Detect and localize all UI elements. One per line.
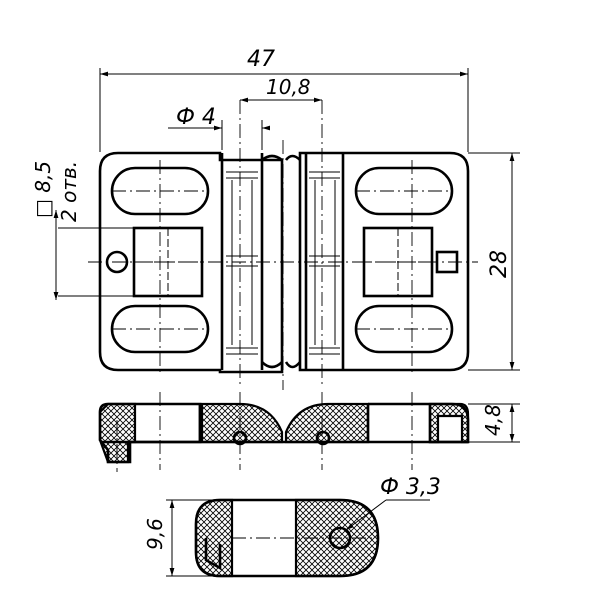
section-left-hatch (98, 402, 137, 464)
dim-text-4-8: 4,8 (481, 404, 505, 436)
dim-text-phi-4: Ф 4 (176, 105, 216, 130)
dim-hole-diameter: Ф 3,3 (346, 475, 441, 530)
knuckle-right (304, 153, 345, 370)
side-section-view (98, 392, 470, 472)
knuckle-notch-top (261, 154, 301, 162)
dim-text-28: 28 (487, 250, 512, 278)
dim-text-phi-3-3: Ф 3,3 (380, 475, 441, 500)
dim-pin-spacing: 10,8 (240, 75, 322, 103)
dim-pin-diameter: Ф 4 (168, 105, 270, 150)
dim-square-hole: □ 8,5 2 отв. (31, 161, 134, 300)
pin-inner (231, 180, 336, 345)
section-right-tab (428, 402, 470, 444)
center-lines (88, 100, 478, 390)
pin-segments (226, 171, 340, 355)
section-right-hatch (284, 402, 370, 444)
dim-text-square-8-5: □ 8,5 (31, 161, 55, 218)
dim-thickness: 4,8 (468, 403, 520, 443)
section-left-flange-hatch (200, 402, 284, 444)
left-leaf-outline (98, 151, 284, 374)
dim-height: 28 (468, 152, 520, 371)
knuckle-left (220, 153, 264, 370)
dim-text-10-8: 10,8 (266, 75, 311, 99)
dim-section-height: 9,6 (143, 499, 220, 577)
dim-text-holes-count: 2 отв. (57, 161, 81, 222)
dim-text-47: 47 (247, 47, 275, 72)
knuckle-notch-bottom (261, 361, 302, 369)
right-leaf-outline (298, 151, 470, 372)
dim-text-9-6: 9,6 (143, 518, 167, 550)
end-section-view (194, 498, 380, 578)
plan-view (88, 100, 478, 390)
dim-overall-width: 47 (99, 47, 469, 152)
